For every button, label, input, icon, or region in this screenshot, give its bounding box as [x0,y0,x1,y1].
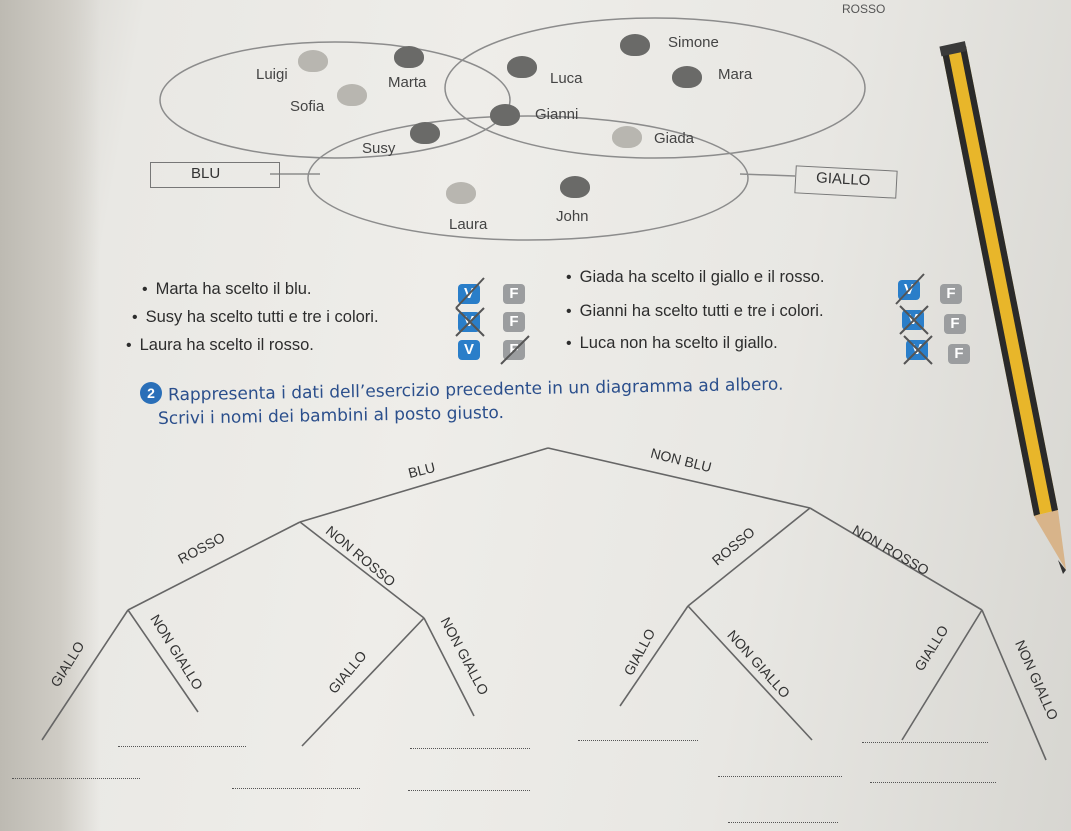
venn-name-luigi: Luigi [256,66,288,83]
statement-2-true-checkbox[interactable]: V [455,307,485,337]
kid-face-gianni [490,104,520,126]
statement-4: Giada ha scelto il giallo e il rosso. [566,268,825,287]
statement-2-false-checkbox[interactable]: F [503,312,525,332]
kid-face-laura [446,182,476,204]
statement-6: Luca non ha scelto il giallo. [566,334,778,353]
exercise-instruction-line1: Rappresenta i dati dell’esercizio preced… [167,374,784,406]
answer-line[interactable] [12,778,140,779]
kid-face-marta [394,46,424,68]
statement-2-false-label: F [509,313,519,330]
page-shadow [0,0,100,831]
venn-ellipse-rosso [444,17,866,159]
answer-line[interactable] [408,790,530,791]
kid-face-john [560,176,590,198]
statement-4-false-label: F [946,285,956,302]
venn-name-luca: Luca [550,70,583,87]
statement-6-false-checkbox[interactable]: F [948,344,970,364]
statement-6-true-checkbox[interactable]: V [903,335,933,365]
kid-face-mara [672,66,702,88]
venn-box-giallo-label: GIALLO [815,169,871,190]
venn-name-mara: Mara [718,66,753,83]
answer-line[interactable] [578,740,698,741]
statement-2: Susy ha scelto tutti e tre i colori. [132,308,379,327]
statement-1-true-checkbox[interactable]: V [455,277,485,309]
answer-line[interactable] [410,748,530,749]
venn-ellipse-blu [159,41,511,159]
statement-6-false-label: F [954,345,964,362]
statement-1-false-checkbox[interactable]: F [503,284,525,304]
venn-box-giallo: GIALLO [794,165,898,199]
venn-name-simone: Simone [668,34,719,51]
statement-3-false-checkbox[interactable]: F [500,335,530,365]
answer-line[interactable] [870,782,996,783]
venn-name-susy: Susy [362,140,396,157]
venn-box-blu: BLU [150,162,280,188]
answer-line[interactable] [718,776,842,777]
venn-name-laura: Laura [449,216,488,233]
statement-1-false-label: F [509,285,519,302]
venn-name-sofia: Sofia [290,98,325,115]
statement-5: Gianni ha scelto tutti e tre i colori. [566,302,824,321]
kid-face-luca [507,56,537,78]
kid-face-luigi [298,50,328,72]
answer-line[interactable] [862,742,988,743]
statement-1: Marta ha scelto il blu. [142,280,312,299]
venn-ellipse-giallo [307,115,749,241]
exercise-instruction-line2: Scrivi i nomi dei bambini al posto giust… [157,402,505,430]
venn-diagram [159,17,866,241]
pencil-image [939,41,1066,574]
kid-face-giada [612,126,642,148]
statement-5-true-checkbox[interactable]: V [899,305,929,335]
statement-3: Laura ha scelto il rosso. [126,336,314,355]
statement-3-false-label: F [509,341,519,358]
statement-4-false-checkbox[interactable]: F [940,284,962,304]
statement-5-false-checkbox[interactable]: F [944,314,966,334]
answer-line[interactable] [232,788,360,789]
venn-name-john: John [556,208,589,225]
kid-face-sofia [337,84,367,106]
exercise-number: 2 [140,382,162,404]
answer-line[interactable] [728,822,838,823]
statement-3-true-label: V [463,341,474,358]
tree-diagram [41,447,1047,761]
kid-face-susy [410,122,440,144]
statement-6-true-label: V [911,341,922,358]
statement-4-true-label: V [903,281,914,298]
venn-corner-label: ROSSO [842,2,886,16]
venn-name-marta: Marta [388,74,427,91]
statement-4-true-checkbox[interactable]: V [895,273,925,305]
venn-name-giada: Giada [654,130,695,147]
answer-line[interactable] [118,746,246,747]
statement-3-true-checkbox[interactable]: V [458,340,480,360]
statement-5-false-label: F [950,315,960,332]
venn-name-gianni: Gianni [535,106,579,123]
venn-box-blu-label: BLU [191,165,221,182]
statement-5-true-label: V [907,311,918,328]
statement-2-true-label: V [463,313,474,330]
kid-face-simone [620,34,650,56]
statement-1-true-label: V [463,285,474,302]
